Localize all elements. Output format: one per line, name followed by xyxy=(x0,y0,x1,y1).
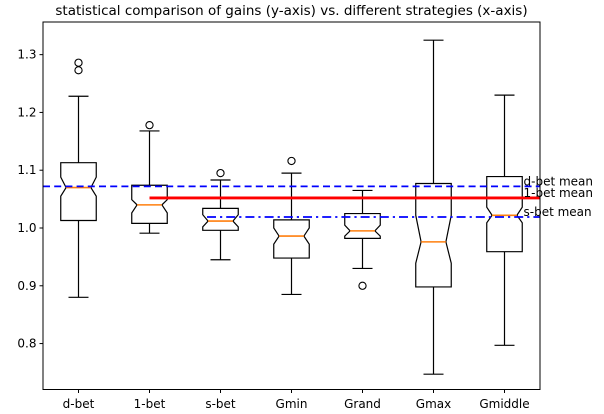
ref-line-label-1-bet-mean: 1-bet mean xyxy=(524,186,594,200)
x-tick-label-Gmiddle: Gmiddle xyxy=(479,397,529,411)
outlier-Gmin xyxy=(287,156,296,166)
outlier-d-bet xyxy=(74,58,83,67)
x-tick-label-s-bet: s-bet xyxy=(205,397,236,411)
x-tick-label-Gmin: Gmin xyxy=(276,397,308,411)
x-tick-label-1-bet: 1-bet xyxy=(134,397,166,411)
y-tick-label: 1.2 xyxy=(17,105,36,119)
x-tick-label-d-bet: d-bet xyxy=(63,397,95,411)
y-tick-label: 0.9 xyxy=(17,279,36,293)
ref-lines-layer xyxy=(43,185,540,218)
y-tick-label: 0.8 xyxy=(17,337,36,351)
outlier-d-bet xyxy=(74,66,83,75)
x-tick-label-Gmax: Gmax xyxy=(416,397,451,411)
box-s-bet xyxy=(202,207,239,231)
outlier-Grand xyxy=(358,281,367,290)
box-Gmin xyxy=(273,219,310,259)
boxes-layer xyxy=(60,39,523,375)
y-tick-label: 1.1 xyxy=(17,163,36,177)
ref-line-label-d-bet-mean: d-bet mean xyxy=(524,174,594,188)
box-Grand xyxy=(344,212,381,239)
box-1-bet xyxy=(131,184,168,224)
ref-line-label-s-bet-mean: s-bet mean xyxy=(524,205,592,219)
outlier-s-bet xyxy=(216,168,225,178)
chart-title: statistical comparison of gains (y-axis)… xyxy=(55,3,527,19)
y-tick-label: 1.0 xyxy=(17,221,36,235)
y-tick-label: 1.3 xyxy=(17,48,36,62)
axes-layer: 0.8 0.9 1.0 1.1 1.2 1.3 d-bet 1-bet s-bet Gmin Gra… xyxy=(17,21,541,411)
box-d-bet xyxy=(60,162,97,222)
outlier-1-bet xyxy=(145,120,154,130)
box-Gmiddle xyxy=(486,175,523,253)
x-tick-label-Grand: Grand xyxy=(344,397,381,411)
box-Gmax xyxy=(415,182,452,288)
